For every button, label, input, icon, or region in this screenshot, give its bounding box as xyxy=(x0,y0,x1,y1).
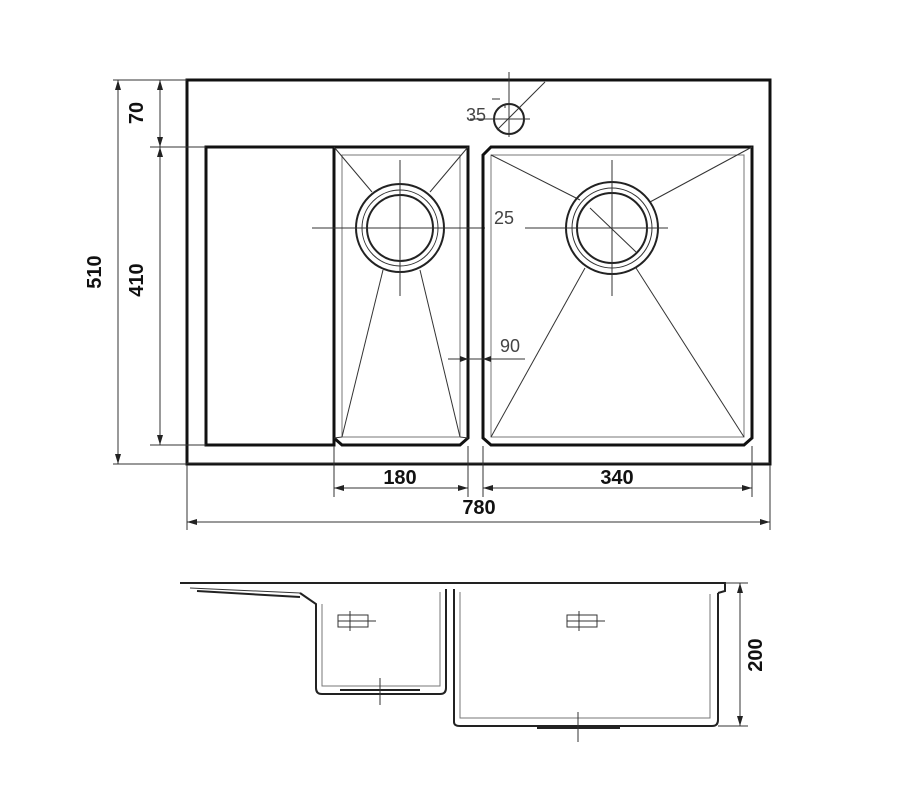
overall-depth-label: 510 xyxy=(84,255,106,288)
side-large-bowl xyxy=(453,589,719,727)
side-view: 200 xyxy=(180,582,767,742)
large-bowl-width-label: 340 xyxy=(600,467,633,489)
small-bowl xyxy=(312,145,485,447)
back-ledge-label: 70 xyxy=(126,102,148,124)
drainboard xyxy=(204,145,336,447)
small-bowl-width-dimension: 180 xyxy=(333,446,469,497)
overall-width-label: 780 xyxy=(462,497,495,519)
top-view: 35 25 90 510 70 xyxy=(84,72,772,530)
drain-offset-label: 25 xyxy=(494,208,514,228)
overall-depth-dimension: 510 xyxy=(84,79,187,465)
bowl-height-label: 200 xyxy=(745,638,767,671)
tap-hole: 35 xyxy=(466,72,546,137)
side-small-bowl xyxy=(299,589,447,695)
sink-outline xyxy=(185,78,772,466)
divider-label: 90 xyxy=(500,336,520,356)
small-bowl-width-label: 180 xyxy=(383,467,416,489)
overall-width-dimension: 780 xyxy=(186,465,771,530)
divider-dimension: 90 xyxy=(448,336,525,362)
tap-hole-label: 35 xyxy=(466,105,486,125)
large-bowl-width-dimension: 340 xyxy=(482,446,753,497)
bowl-depth-label: 410 xyxy=(126,263,148,296)
bowl-depth-dimension: 410 xyxy=(126,147,206,446)
back-ledge-dimension: 70 xyxy=(126,80,206,148)
bowl-height-dimension: 200 xyxy=(718,582,767,727)
large-bowl xyxy=(481,145,754,447)
